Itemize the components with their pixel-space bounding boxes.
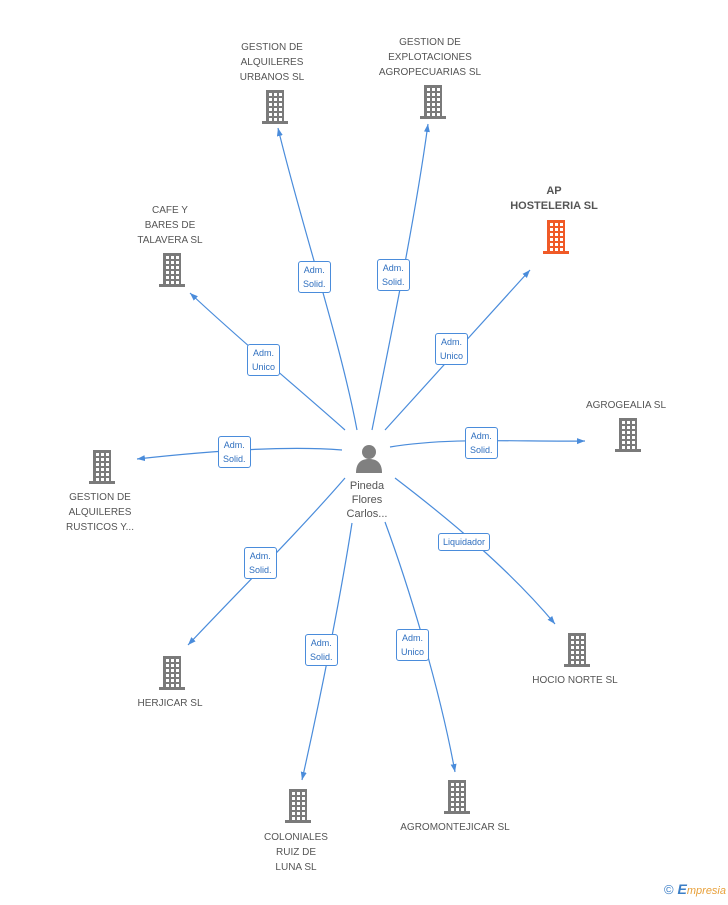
- building-icon-coloniales[interactable]: [283, 789, 313, 828]
- relation-label-alquileres-rusticos[interactable]: Adm. Solid.: [218, 436, 251, 468]
- relation-label-cafe-bares[interactable]: Adm. Unico: [247, 344, 281, 376]
- relation-label-ap-hosteleria[interactable]: Adm. Unico: [435, 333, 469, 365]
- building-icon-explotaciones[interactable]: [418, 85, 448, 124]
- person-icon[interactable]: [354, 443, 384, 473]
- building-icon-cafe-bares[interactable]: [157, 253, 187, 292]
- company-label-explotaciones[interactable]: GESTION DE EXPLOTACIONES AGROPECUARIAS S…: [378, 37, 482, 78]
- brand-name: mpresia: [686, 885, 726, 897]
- brand-initial: E: [677, 881, 687, 897]
- relation-label-explotaciones[interactable]: Adm. Solid.: [377, 259, 410, 291]
- company-label-agrogealia[interactable]: AGROGEALIA SL: [585, 400, 667, 411]
- brand-footer: ©Empresia: [664, 881, 726, 897]
- relation-label-herjicar[interactable]: Adm. Solid.: [244, 547, 277, 579]
- building-icon-alquileres-rusticos[interactable]: [87, 450, 117, 489]
- company-label-herjicar[interactable]: HERJICAR SL: [137, 698, 203, 709]
- copyright-symbol: ©: [663, 882, 674, 897]
- relation-label-alquileres-urbanos[interactable]: Adm. Solid.: [298, 261, 331, 293]
- relation-label-agrogealia[interactable]: Adm. Solid.: [465, 427, 498, 459]
- building-icon-hocio-norte[interactable]: [562, 633, 592, 672]
- relation-label-coloniales[interactable]: Adm. Solid.: [305, 634, 338, 666]
- building-icon-alquileres-urbanos[interactable]: [260, 90, 290, 129]
- building-icon-herjicar[interactable]: [157, 656, 187, 695]
- building-icon-agromontejicar[interactable]: [442, 780, 472, 819]
- company-label-coloniales[interactable]: COLONIALES RUIZ DE LUNA SL: [264, 832, 328, 873]
- building-icon-agrogealia[interactable]: [613, 418, 643, 457]
- relation-label-agromontejicar[interactable]: Adm. Unico: [396, 629, 430, 661]
- company-label-ap-hosteleria[interactable]: AP HOSTELERIA SL: [510, 185, 598, 212]
- edge-hocio-norte: [394, 477, 556, 625]
- company-label-hocio-norte[interactable]: HOCIO NORTE SL: [532, 675, 618, 686]
- company-label-alquileres-rusticos[interactable]: GESTION DE ALQUILERES RUSTICOS Y...: [66, 492, 134, 533]
- company-label-cafe-bares[interactable]: CAFE Y BARES DE TALAVERA SL: [137, 205, 203, 246]
- building-icon-ap-hosteleria[interactable]: [541, 220, 571, 259]
- company-label-alquileres-urbanos[interactable]: GESTION DE ALQUILERES URBANOS SL: [239, 42, 305, 83]
- company-label-agromontejicar[interactable]: AGROMONTEJICAR SL: [400, 822, 510, 833]
- person-name[interactable]: Pineda Flores Carlos...: [346, 480, 388, 520]
- relation-label-hocio-norte[interactable]: Liquidador: [438, 533, 491, 551]
